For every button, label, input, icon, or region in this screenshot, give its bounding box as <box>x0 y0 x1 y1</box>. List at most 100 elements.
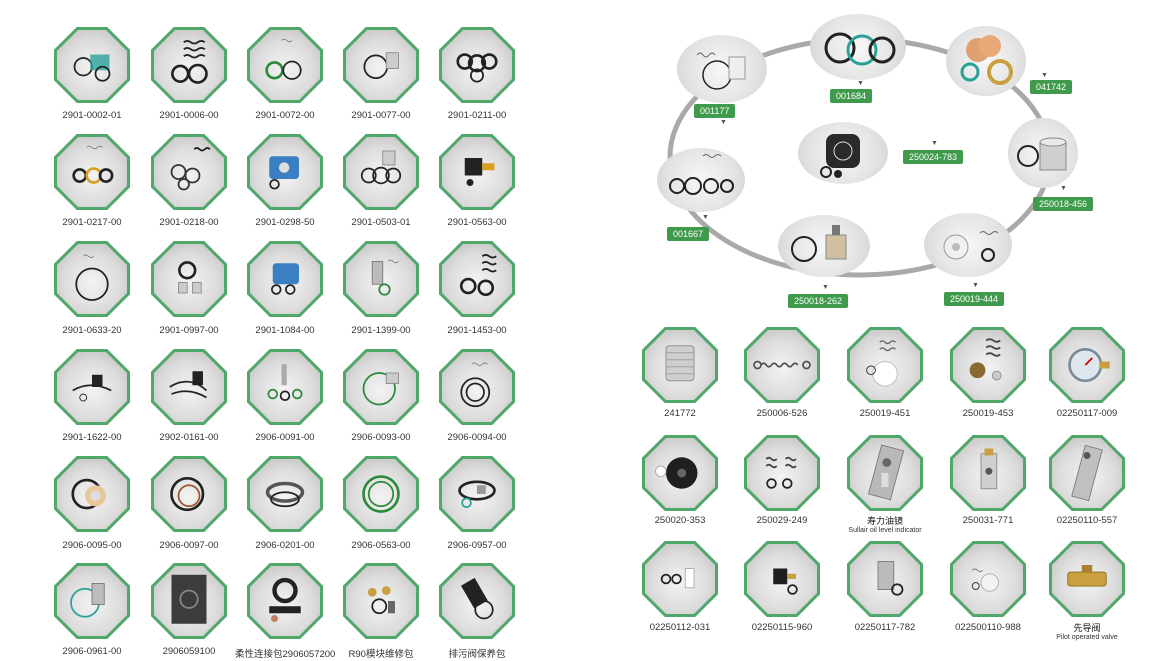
part-kit-image[interactable] <box>247 241 323 317</box>
part-kit-image[interactable] <box>439 563 515 639</box>
part-kit-image[interactable] <box>343 563 419 639</box>
part-kit-image[interactable] <box>54 27 130 103</box>
part-kit-label: 2906-0957-00 <box>447 540 507 551</box>
part-image[interactable] <box>744 435 820 511</box>
part-kit-label: 2901-1453-00 <box>447 325 507 336</box>
part-kit-image[interactable] <box>439 241 515 317</box>
part-kit-label: 2906-0091-00 <box>255 432 315 443</box>
tag-250018-262: 250018-262 <box>788 294 849 308</box>
part-kit-image[interactable] <box>151 563 227 639</box>
part-image[interactable] <box>1049 541 1125 617</box>
part-image[interactable] <box>847 435 923 511</box>
part-kit-label: 2901-1084-00 <box>255 325 315 336</box>
part-label: 250019-451 <box>859 408 911 419</box>
tag-250019-444: 250019-444 <box>944 292 1005 306</box>
part-kit-label: 2906-0095-00 <box>62 540 122 551</box>
tag-001177: 001177 <box>694 104 736 118</box>
part-label: 250031-771 <box>962 515 1014 526</box>
part-kit-image[interactable] <box>247 134 323 210</box>
part-kit-image[interactable] <box>343 349 419 425</box>
part-kit-label: 2901-0218-00 <box>159 217 219 228</box>
part-image[interactable] <box>847 541 923 617</box>
part-kit-image[interactable] <box>343 134 419 210</box>
kit-001667-image[interactable] <box>657 148 745 212</box>
tag-250018-456: 250018-456 <box>1033 197 1094 211</box>
part-image[interactable] <box>744 541 820 617</box>
part-label: 250019-453 <box>962 408 1014 419</box>
part-kit-image[interactable] <box>343 456 419 532</box>
part-kit-image[interactable] <box>439 456 515 532</box>
part-kit-image[interactable] <box>439 27 515 103</box>
part-label: 250006-526 <box>756 408 808 419</box>
part-kit-image[interactable] <box>54 241 130 317</box>
part-label: 250029-249 <box>756 515 808 526</box>
part-kit-label: 2901-0006-00 <box>159 110 219 121</box>
part-kit-label: R90模块维修包 <box>348 649 414 660</box>
part-image[interactable] <box>642 435 718 511</box>
part-kit-image[interactable] <box>54 456 130 532</box>
part-image[interactable] <box>950 327 1026 403</box>
part-kit-label: 2906-0201-00 <box>255 540 315 551</box>
kit-041742-image[interactable] <box>946 26 1026 96</box>
part-label-cn: 先导阀 <box>1073 623 1101 633</box>
tag-041742: 041742 <box>1030 80 1073 94</box>
part-kit-label: 2901-0633-20 <box>62 325 122 336</box>
part-label-en: Sullair oil level indicator <box>848 527 922 534</box>
part-kit-image[interactable] <box>247 563 323 639</box>
part-kit-image[interactable] <box>151 134 227 210</box>
part-kit-label: 2901-0217-00 <box>62 217 122 228</box>
part-image[interactable] <box>642 327 718 403</box>
part-kit-image[interactable] <box>247 349 323 425</box>
part-kit-image[interactable] <box>151 349 227 425</box>
arrow-icon: ▼ <box>857 80 864 87</box>
part-image[interactable] <box>950 435 1026 511</box>
kit-250019-444-image[interactable] <box>924 213 1012 277</box>
part-image[interactable] <box>847 327 923 403</box>
part-image[interactable] <box>642 541 718 617</box>
part-kit-label: 2906059100 <box>162 646 216 657</box>
part-image[interactable] <box>1049 327 1125 403</box>
part-kit-label: 2901-0298-50 <box>255 217 315 228</box>
part-kit-label: 2902-0161-00 <box>159 432 219 443</box>
part-label-en: Pilot operated valve <box>1056 634 1118 641</box>
kit-250018-456-image[interactable] <box>1008 118 1078 188</box>
part-kit-image[interactable] <box>54 349 130 425</box>
part-label: 02250115-960 <box>751 622 813 633</box>
arrow-icon: ▼ <box>931 140 938 147</box>
part-image[interactable] <box>1049 435 1125 511</box>
part-kit-label: 柔性连接包2906057200 <box>235 649 336 660</box>
part-label: 241772 <box>664 408 696 419</box>
part-kit-image[interactable] <box>151 27 227 103</box>
arrow-icon: ▼ <box>1060 185 1067 192</box>
kit-001177-image[interactable] <box>677 35 767 103</box>
tag-001667: 001667 <box>667 227 710 241</box>
part-kit-image[interactable] <box>343 241 419 317</box>
part-kit-image[interactable] <box>343 27 419 103</box>
part-kit-image[interactable] <box>54 563 130 639</box>
kit-250018-262-image[interactable] <box>778 215 870 277</box>
part-image[interactable] <box>950 541 1026 617</box>
part-kit-image[interactable] <box>151 456 227 532</box>
part-kit-image[interactable] <box>247 456 323 532</box>
part-kit-image[interactable] <box>439 349 515 425</box>
tag-001684: 001684 <box>830 89 873 103</box>
part-kit-label: 2901-0072-00 <box>255 110 315 121</box>
part-kit-label: 2906-0094-00 <box>447 432 507 443</box>
kit-250024-783-image[interactable] <box>798 122 888 184</box>
part-kit-label: 2906-0093-00 <box>351 432 411 443</box>
kit-001684-image[interactable] <box>810 14 906 80</box>
part-kit-image[interactable] <box>54 134 130 210</box>
part-kit-label: 2901-0077-00 <box>351 110 411 121</box>
part-kit-label: 2906-0961-00 <box>62 646 122 657</box>
part-kit-image[interactable] <box>247 27 323 103</box>
part-kit-label: 排污阀保养包 <box>448 649 506 660</box>
part-kit-image[interactable] <box>439 134 515 210</box>
part-kit-label: 2906-0563-00 <box>351 540 411 551</box>
part-kit-label: 2901-0563-00 <box>447 217 507 228</box>
part-kit-label: 2901-0997-00 <box>159 325 219 336</box>
part-image[interactable] <box>744 327 820 403</box>
part-kit-image[interactable] <box>151 241 227 317</box>
part-kit-label: 2901-0211-00 <box>447 110 507 121</box>
